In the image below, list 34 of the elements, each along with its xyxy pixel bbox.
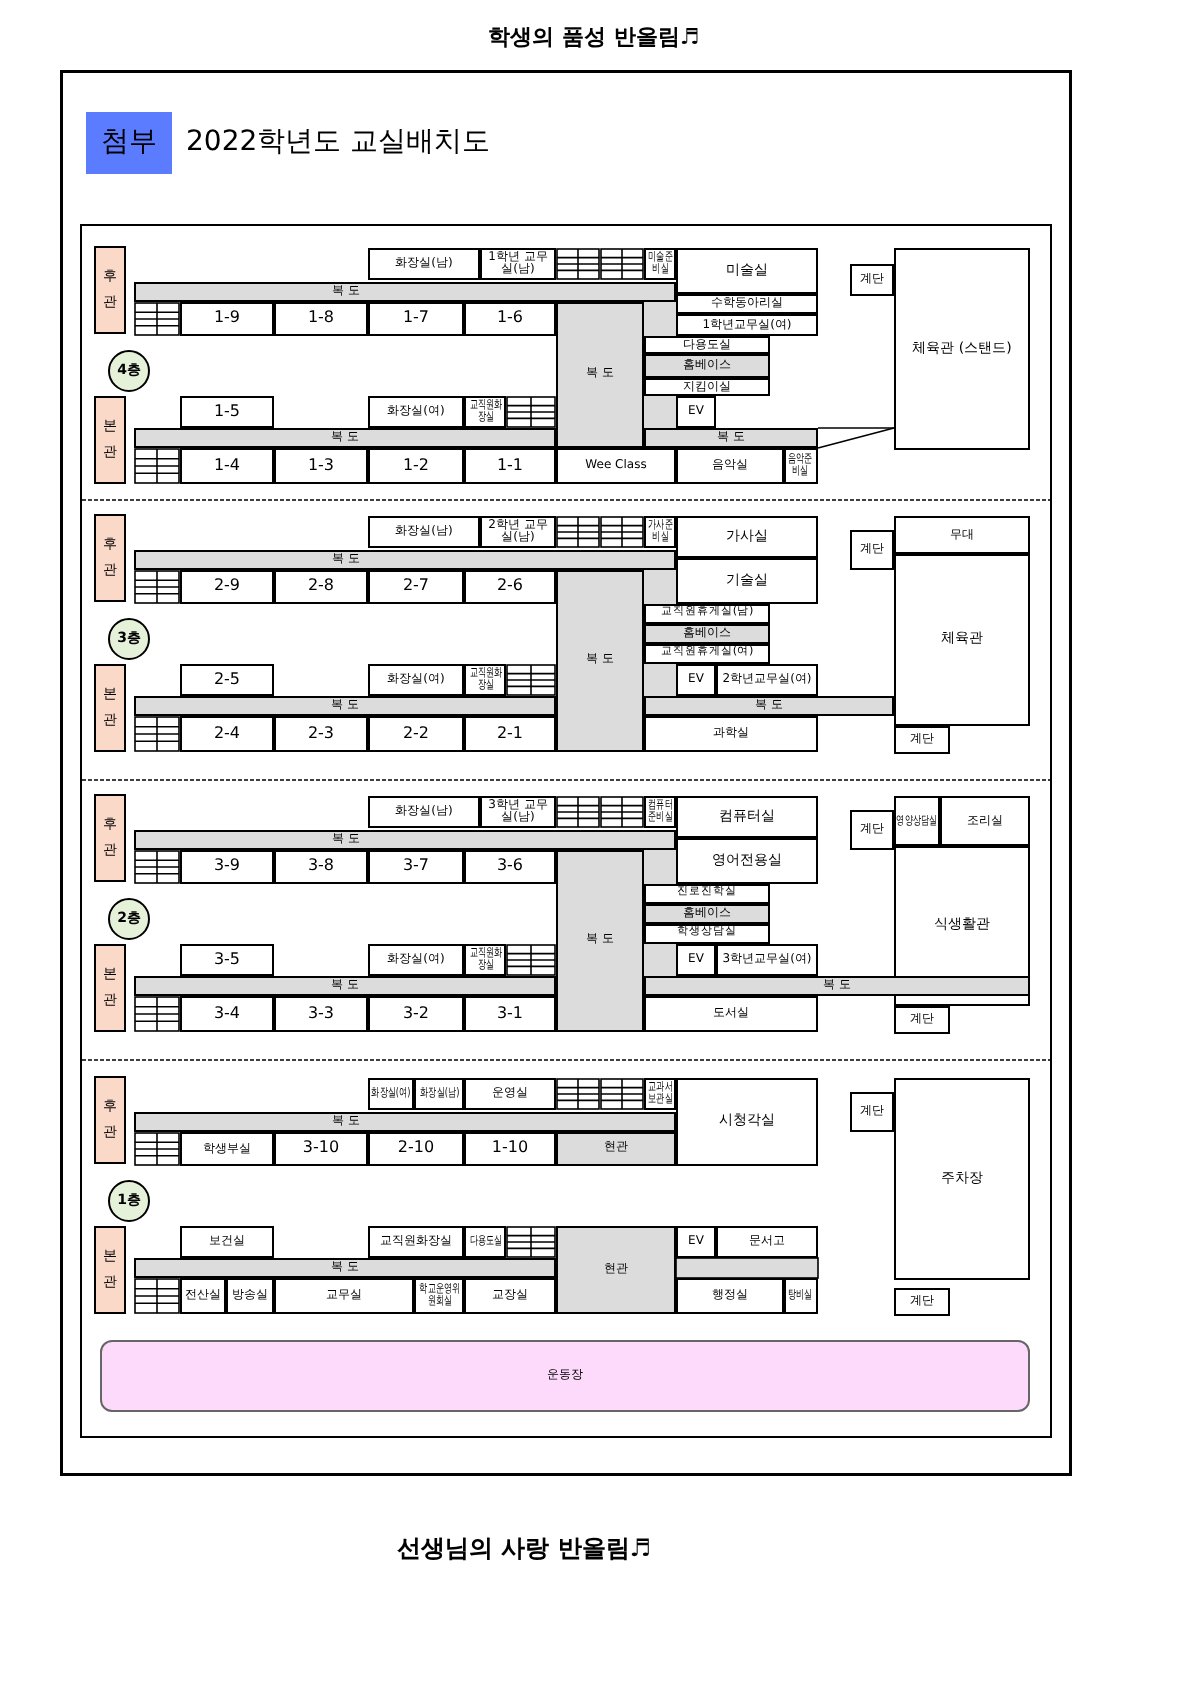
room-box: 2-6	[464, 570, 556, 604]
room-box: 3-4	[180, 996, 274, 1032]
room-box: 2-8	[274, 570, 368, 604]
room-box: 1-2	[368, 448, 464, 484]
room-box: 3-6	[464, 850, 556, 884]
room-box: 2-3	[274, 716, 368, 752]
room-box: 3-1	[464, 996, 556, 1032]
room-box: 2-7	[368, 570, 464, 604]
room-box: 2-1	[464, 716, 556, 752]
heading-text: 선생님의 사랑 반올림♬	[396, 1532, 652, 1566]
title: 2022학년도 교실배치도	[186, 124, 491, 160]
room-box: 1-7	[368, 302, 464, 336]
room-box: 3-5	[180, 944, 274, 976]
room-box: 2-2	[368, 716, 464, 752]
room-box: 2-9	[180, 570, 274, 604]
room-box: 3-9	[180, 850, 274, 884]
room-box: 1-8	[274, 302, 368, 336]
room-box: 3-3	[274, 996, 368, 1032]
room-box: 1-3	[274, 448, 368, 484]
room-box: 3-2	[368, 996, 464, 1032]
room-box: 3-7	[368, 850, 464, 884]
room-box: 2-4	[180, 716, 274, 752]
room-box: 2-5	[180, 664, 274, 696]
room-box: 1-1	[464, 448, 556, 484]
room-box: 1-5	[180, 396, 274, 428]
room-box: 1-4	[180, 448, 274, 484]
attachment-badge: 첨부	[86, 112, 172, 174]
room-box: 1-9	[180, 302, 274, 336]
room-box: 1-10	[464, 1132, 556, 1166]
room-box: 2-10	[368, 1132, 464, 1166]
room-box: 3-8	[274, 850, 368, 884]
heading-text: 학생의 품성 반올림♬	[488, 22, 700, 52]
room-box: 1-6	[464, 302, 556, 336]
room-box: 3-10	[274, 1132, 368, 1166]
